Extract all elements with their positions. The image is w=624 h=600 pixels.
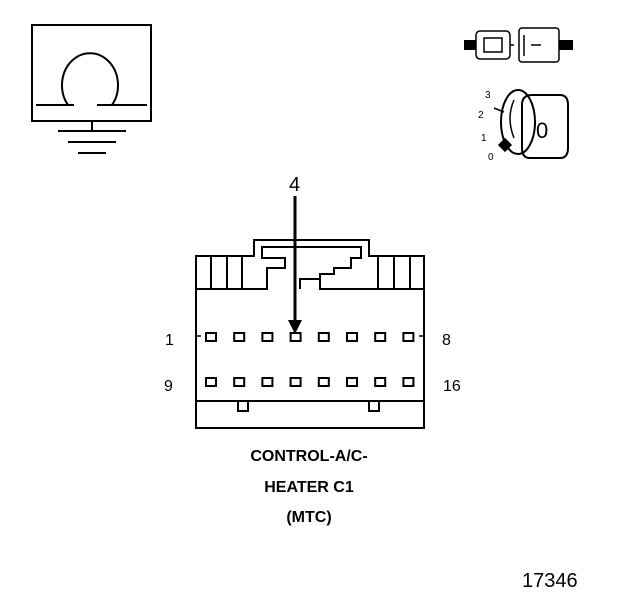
caption-line-3: (MTC) — [286, 509, 331, 526]
pin-label-9: 9 — [164, 378, 173, 395]
ground-icon — [58, 121, 126, 154]
pin-cavity-16 — [402, 377, 415, 387]
pin-cavity-15 — [374, 377, 387, 387]
ignition-position-1: 1 — [481, 133, 487, 144]
pin-row-bottom — [205, 377, 415, 387]
caption-line-1: CONTROL-A/C- — [250, 448, 367, 465]
pin-cavity-5 — [317, 332, 330, 342]
arrow-label: 4 — [289, 174, 300, 196]
probe-arrow: 4 — [288, 174, 302, 334]
pin-cavity-6 — [346, 332, 358, 342]
pin-cavity-14 — [346, 377, 358, 387]
pin-cavity-12 — [289, 377, 302, 387]
pin-label-8: 8 — [442, 332, 451, 349]
pin-row-top — [205, 332, 415, 342]
pin-cavity-3 — [261, 332, 274, 342]
ignition-position-2: 2 — [478, 110, 484, 121]
pin-cavity-4 — [289, 332, 302, 342]
connector-c1 — [195, 239, 425, 429]
pin-cavity-1 — [205, 332, 217, 342]
pin-cavity-9 — [205, 377, 217, 387]
pin-label-16: 16 — [443, 378, 461, 395]
pin-cavity-8 — [402, 332, 415, 342]
pin-cavity-11 — [261, 377, 274, 387]
caption-line-2: HEATER C1 — [264, 479, 354, 496]
ignition-key-icon: 3 2 1 0 0 — [478, 89, 569, 163]
key-label: 0 — [536, 118, 548, 143]
ignition-position-3: 3 — [485, 90, 491, 101]
pin-cavity-7 — [374, 332, 387, 342]
pin-cavity-10 — [233, 377, 246, 387]
pin-cavity-2 — [233, 332, 246, 342]
disconnected-connector-icon — [464, 27, 573, 63]
pin-label-1: 1 — [165, 332, 174, 349]
pin-cavity-13 — [317, 377, 330, 387]
ohmmeter-icon — [31, 24, 152, 122]
figure-number: 17346 — [522, 570, 578, 592]
ignition-position-0: 0 — [488, 152, 494, 163]
